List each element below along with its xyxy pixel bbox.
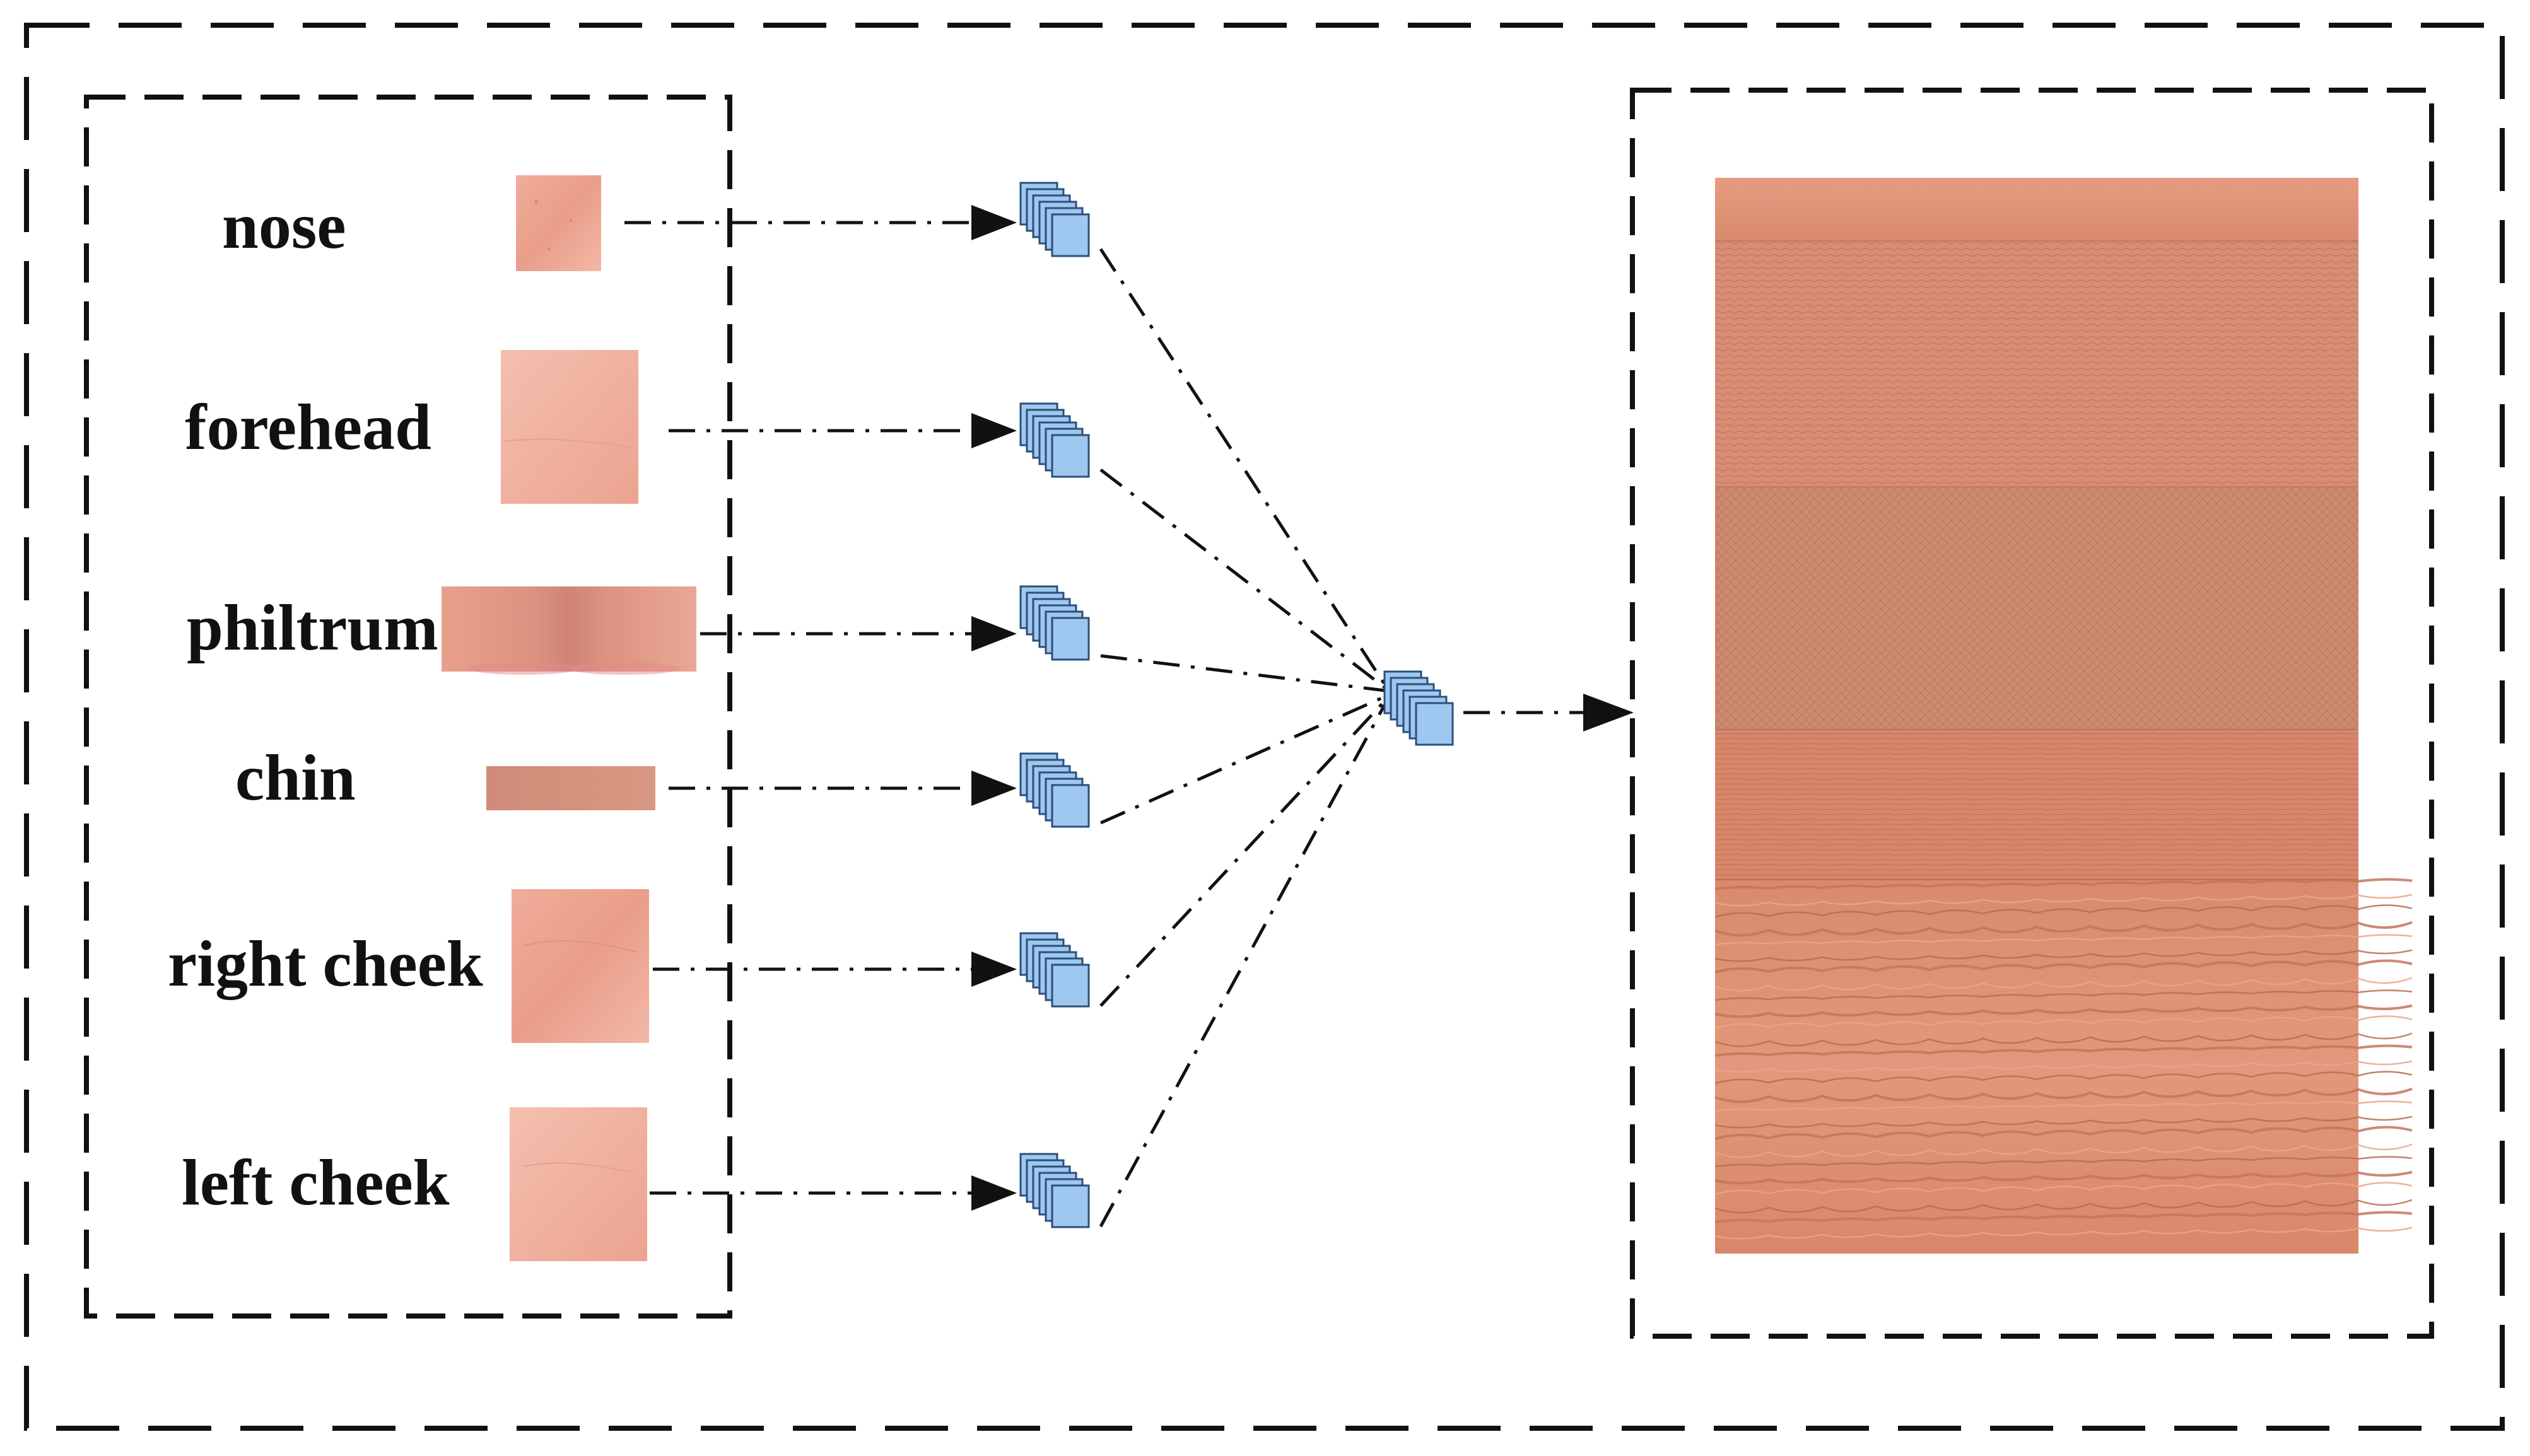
texture-strand xyxy=(1714,878,2413,890)
texture-output-box xyxy=(1630,88,2434,1339)
texture-strand xyxy=(1714,1015,2413,1029)
label-left-cheek: left cheek xyxy=(182,1146,450,1219)
patch-connectors xyxy=(624,221,978,1195)
texture-strand xyxy=(1714,934,2413,946)
texture-strand xyxy=(1714,959,2413,974)
stacked-feature-maps-icon xyxy=(1051,617,1090,661)
texture-strand xyxy=(1714,1126,2413,1140)
feature-block-philtrum xyxy=(1019,585,1090,661)
stacked-feature-maps-icon xyxy=(1051,964,1090,1008)
texture-strand xyxy=(1714,1087,2413,1104)
texture-strand xyxy=(1714,1199,2413,1214)
texture-strand xyxy=(1714,1004,2413,1018)
feature-block-right-cheek xyxy=(1019,932,1090,1008)
synthesized-texture xyxy=(1714,178,2413,1254)
patch-chin xyxy=(486,766,655,810)
outer-frame xyxy=(24,23,2505,1431)
arrow-right-icon xyxy=(1583,694,1634,731)
texture-strand xyxy=(1714,1115,2413,1129)
stacked-feature-maps-icon xyxy=(1415,702,1454,746)
texture-strand xyxy=(1714,904,2413,918)
texture-strand xyxy=(1714,977,2413,992)
patch-right-cheek xyxy=(512,889,649,1043)
arrow-right-icon xyxy=(971,952,1017,987)
label-right-cheek: right cheek xyxy=(168,928,483,1000)
texture-strand xyxy=(1714,1226,2413,1240)
arrow-right-icon xyxy=(971,205,1017,240)
texture-strand xyxy=(1714,1044,2413,1057)
texture-wavy-strands xyxy=(1714,878,2413,1240)
label-nose: nose xyxy=(222,190,346,262)
patch-left-cheek xyxy=(510,1107,647,1261)
patch-philtrum xyxy=(442,586,696,675)
texture-strand xyxy=(1714,1182,2413,1196)
texture-strand xyxy=(1714,921,2413,937)
stacked-feature-maps-icon xyxy=(1051,213,1090,257)
arrow-right-icon xyxy=(971,1175,1017,1211)
arrow-right-icon xyxy=(971,771,1017,806)
stacked-feature-maps-icon xyxy=(1051,1184,1090,1228)
feature-block-forehead xyxy=(1019,402,1090,478)
patch-arrowheads xyxy=(971,205,1017,1211)
patch-forehead xyxy=(501,350,638,504)
texture-strand xyxy=(1714,1170,2413,1185)
texture-strand xyxy=(1714,1143,2413,1158)
stacked-feature-maps-icon xyxy=(1051,784,1090,828)
texture-strand xyxy=(1714,949,2413,962)
texture-strand xyxy=(1714,1071,2413,1085)
texture-strand xyxy=(1714,989,2413,1001)
feature-block-nose xyxy=(1019,182,1090,257)
texture-strand xyxy=(1714,1211,2413,1223)
label-philtrum: philtrum xyxy=(187,591,438,664)
texture-strand xyxy=(1714,1032,2413,1047)
feature-blocks xyxy=(1019,182,1454,1228)
texture-strand xyxy=(1714,1100,2413,1112)
texture-strand xyxy=(1714,1060,2413,1073)
arrow-right-icon xyxy=(971,616,1017,651)
label-chin: chin xyxy=(235,742,356,814)
feature-block-left-cheek xyxy=(1019,1153,1090,1228)
fusion-connectors xyxy=(1099,248,1386,1228)
texture-strand xyxy=(1714,894,2413,907)
feature-block-chin xyxy=(1019,752,1090,828)
face-regions-box xyxy=(84,95,732,1319)
stacked-feature-maps-icon xyxy=(1051,434,1090,478)
feature-block-fusion xyxy=(1383,670,1454,746)
label-forehead: forehead xyxy=(185,391,431,463)
arrow-right-icon xyxy=(971,413,1017,448)
texture-strand xyxy=(1714,1156,2413,1168)
patch-nose xyxy=(516,175,601,271)
